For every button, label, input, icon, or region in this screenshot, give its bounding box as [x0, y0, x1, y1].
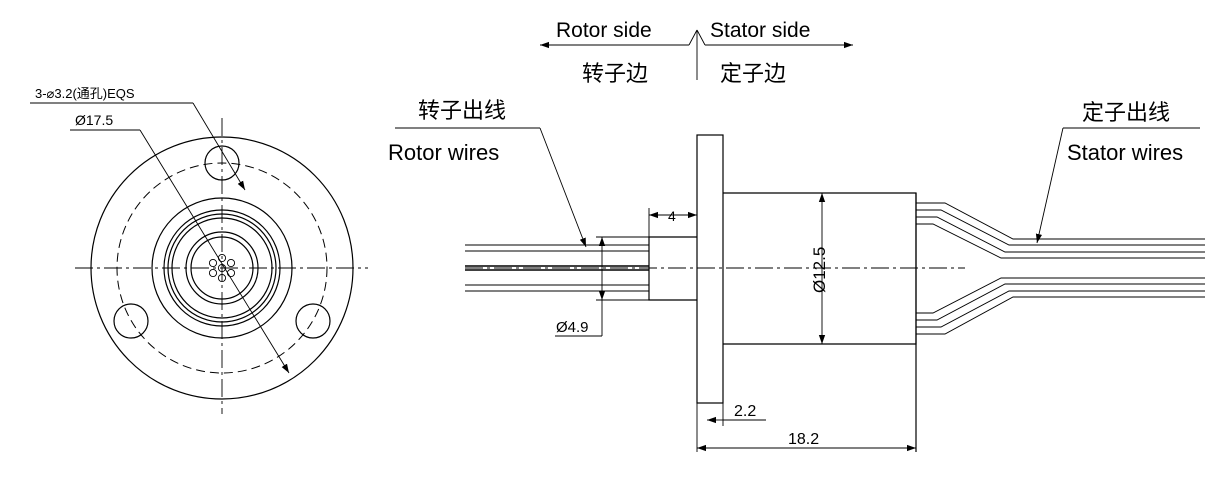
shaft-inner-circle: [190, 236, 254, 300]
rotor-wires-leader: [539, 127, 587, 248]
body-dia-label: Ø12.5: [810, 247, 829, 293]
rotor-wires-cn-label: 转子出线: [418, 99, 506, 124]
stator-wires-leader: [1035, 127, 1064, 244]
mounting-hole-right: [295, 303, 331, 339]
flange: [696, 134, 724, 404]
body-ring-3: [171, 217, 273, 319]
stator-wires: [916, 202, 1205, 335]
hole-spec-leader: [192, 102, 246, 191]
stator-wires-label: Stator wires: [1067, 140, 1183, 165]
rotor-wires: [465, 244, 649, 292]
stator-side-tick: [696, 29, 706, 46]
rotor-side-tick: [688, 29, 698, 46]
hole-spec-label: 3-⌀3.2(通孔)EQS: [35, 86, 135, 101]
mounting-hole-left: [113, 303, 149, 339]
body-ring-1: [163, 209, 281, 327]
shaft-dia-label: Ø4.9: [556, 319, 589, 336]
flange-thickness-label: 2.2: [734, 403, 756, 420]
pcd-dimension-label: Ø17.5: [75, 112, 113, 128]
rotor-wires-label: Rotor wires: [388, 140, 499, 165]
flange-outer-circle: [90, 136, 354, 400]
rotor-side-cn-label: 转子边: [582, 62, 648, 87]
stator-wires-cn-label: 定子出线: [1082, 101, 1170, 126]
shaft-length-label: 4: [668, 208, 676, 224]
pcd-dimension-line: [139, 129, 290, 374]
stator-side-cn-label: 定子边: [720, 62, 786, 87]
body-ring-2: [167, 213, 277, 323]
shaft: [648, 236, 697, 301]
front-view: 3-⌀3.2(通孔)EQS Ø17.5: [30, 86, 368, 414]
mounting-hole-top: [204, 145, 240, 181]
rotor-side-label: Rotor side: [556, 19, 652, 42]
overall-length-label: 18.2: [788, 431, 819, 448]
shaft-outer-circle: [185, 231, 259, 305]
stator-side-label: Stator side: [710, 19, 810, 42]
side-view: Rotor side Stator side 转子边 定子边 转子出线 Roto…: [388, 19, 1205, 452]
pitch-circle: [116, 162, 328, 374]
body-outer-circle: [151, 197, 293, 339]
wire-bundle-end: [208, 253, 236, 283]
